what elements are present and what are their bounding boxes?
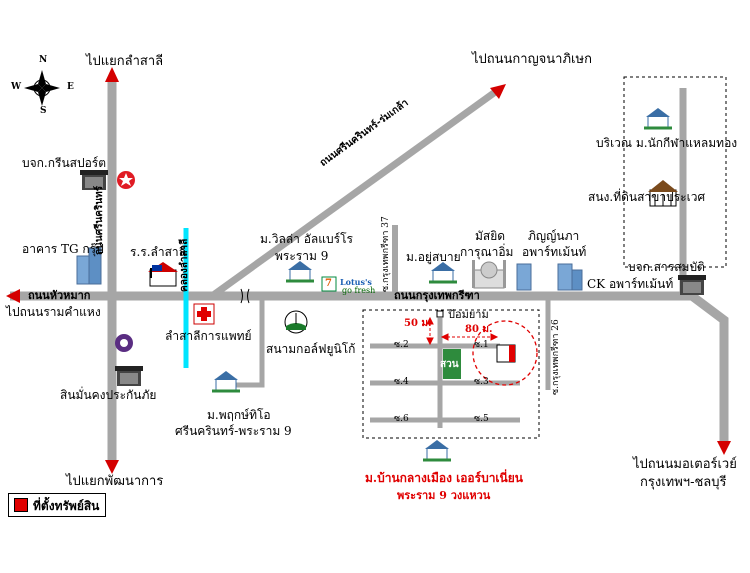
bank-icon bbox=[115, 334, 133, 352]
label-hua-mak-road: ถนนหัวหมาก bbox=[28, 289, 91, 302]
road-to-motorway bbox=[625, 291, 729, 445]
label-to-pattanakan: ไปแยกพัฒนาการ bbox=[66, 474, 164, 489]
label-lotus: Lotus's bbox=[340, 277, 372, 287]
compass-west: W bbox=[11, 82, 22, 92]
park-block bbox=[443, 349, 461, 379]
label-to-kanchanaphisek: ไปถนนกาญจนาภิเษก bbox=[472, 52, 592, 67]
arrow-left-icon bbox=[6, 289, 20, 303]
label-soi-37: ซ.กรุงเทพกรีฑา 37 bbox=[381, 216, 391, 292]
label-guard-post: ป้อมยาม bbox=[448, 308, 489, 321]
building-icons bbox=[76, 170, 706, 386]
hospital-cross-icon bbox=[193, 303, 215, 325]
shop-icon bbox=[80, 170, 108, 190]
arrow-up-icon bbox=[105, 67, 119, 82]
label-villa: ม.วิลล่า อัลแบร์โร bbox=[260, 232, 353, 246]
label-seven-eleven: 7 bbox=[325, 278, 332, 289]
compass-rose-icon bbox=[24, 70, 60, 106]
label-to-ramkhamhaeng: ไปถนนรามคำแหง bbox=[6, 305, 101, 319]
shop-icon bbox=[678, 275, 706, 295]
village-icons bbox=[212, 108, 672, 462]
label-park: สวน bbox=[440, 359, 459, 370]
mosque-icon bbox=[472, 260, 506, 289]
label-golf: สนามกอล์ฟยูนิโก้ bbox=[266, 342, 356, 356]
label-soi-2: ซ.2 bbox=[394, 340, 409, 350]
label-soi-6: ซ.6 bbox=[394, 414, 409, 424]
house-icon bbox=[423, 440, 451, 462]
pruksa-access-road bbox=[232, 296, 265, 388]
label-sarasombat: บจก.สารสมบัติ bbox=[628, 260, 705, 274]
label-baan-klang-muang: ม.บ้านกลางเมือง เออร์บาเนี่ยน bbox=[365, 471, 523, 485]
house-icon bbox=[644, 108, 672, 130]
label-green-sport: บจก.กรีนสปอร์ต bbox=[22, 156, 107, 170]
label-nakkila: บริเวณ ม.นักกีฬาแหลมทอง bbox=[596, 136, 738, 150]
bridge-icon bbox=[240, 288, 250, 304]
label-soi-26: ซ.กรุงเทพกรีฑา 26 bbox=[551, 319, 561, 395]
arrow-down-icon bbox=[717, 441, 731, 455]
legend-swatch bbox=[14, 498, 28, 512]
compass-north: N bbox=[39, 55, 48, 65]
house-icon bbox=[429, 262, 457, 284]
label-mosque: มัสยิด bbox=[475, 229, 506, 243]
label-to-lam-sali: ไปแยกลำสาลี bbox=[86, 54, 164, 69]
arrow-up-right-icon bbox=[490, 84, 506, 99]
label-yu-sabai: ม.อยู่สบาย bbox=[406, 250, 461, 264]
label-krungthep-chonburi: กรุงเทพฯ-ชลบุรี bbox=[640, 475, 727, 490]
label-clinic: ลำสาลีการแพทย์ bbox=[165, 329, 252, 343]
government-office-icon bbox=[648, 180, 678, 207]
nakkila-area-box bbox=[623, 76, 727, 268]
property-marker bbox=[509, 345, 515, 362]
label-distance-80: 80 ม. bbox=[465, 324, 493, 335]
direction-arrows bbox=[6, 67, 731, 474]
arrow-down-icon bbox=[105, 460, 119, 474]
label-mosque-2: การุณาอิ่ม bbox=[460, 245, 514, 259]
label-soi-5: ซ.5 bbox=[474, 414, 489, 424]
village-inset-box bbox=[362, 309, 540, 439]
compass-east: E bbox=[67, 82, 74, 92]
label-land-office: สนง.ที่ดินสาขาประเวศ bbox=[588, 190, 706, 204]
star-icon bbox=[117, 171, 135, 189]
school-icon bbox=[148, 262, 178, 287]
label-pruksa: ม.พฤกษ์ทิโอ bbox=[207, 408, 271, 422]
label-soi-1: ซ.1 bbox=[474, 340, 489, 350]
label-krungthep-kritha: ถนนกรุงเทพกรีฑา bbox=[394, 289, 480, 302]
golf-icon bbox=[284, 310, 308, 334]
tg-building-icon bbox=[76, 247, 102, 285]
map-legend: ที่ตั้งทรัพย์สิน bbox=[8, 493, 106, 517]
inset-sois bbox=[370, 318, 520, 428]
dimension-lines bbox=[426, 316, 499, 346]
property-highlight-circle bbox=[472, 320, 538, 386]
house-icon bbox=[286, 261, 314, 283]
seven-eleven-icon bbox=[321, 276, 337, 292]
label-to-motorway: ไปถนนมอเตอร์เวย์ bbox=[633, 457, 737, 472]
label-ck-apartment: CK อพาร์ทเม้นท์ bbox=[587, 277, 674, 291]
label-villa-2: พระราม 9 bbox=[275, 249, 329, 263]
label-school: ร.ร.ลำสาลี bbox=[130, 245, 187, 259]
label-go-fresh: go fresh bbox=[342, 286, 376, 295]
label-condo-2: อพาร์ทเม้นท์ bbox=[522, 245, 587, 259]
label-soi-3: ซ.3 bbox=[474, 377, 489, 387]
label-insurance: สินมั่นคงประกันภัย bbox=[60, 388, 157, 402]
shop-icon bbox=[115, 366, 143, 386]
label-distance-50: 50 ม. bbox=[404, 318, 432, 329]
label-soi-4: ซ.4 bbox=[394, 377, 409, 387]
srinakarin-romklao-road bbox=[209, 87, 501, 299]
road-network bbox=[10, 80, 729, 462]
label-tg-group: อาคาร TG กรุ๊ป bbox=[22, 242, 104, 256]
legend-label: ที่ตั้งทรัพย์สิน bbox=[33, 499, 100, 513]
compass-south: S bbox=[40, 106, 47, 116]
house-icon bbox=[212, 371, 240, 393]
label-baan-klang-muang-2: พระราม 9 วงแหวน bbox=[397, 489, 491, 502]
label-condo: ภิญญ์นภา bbox=[528, 229, 580, 243]
label-pruksa-2: ศรีนครินทร์-พระราม 9 bbox=[175, 424, 292, 438]
condo-building-icon bbox=[516, 263, 583, 291]
guard-post-icon bbox=[436, 310, 444, 318]
